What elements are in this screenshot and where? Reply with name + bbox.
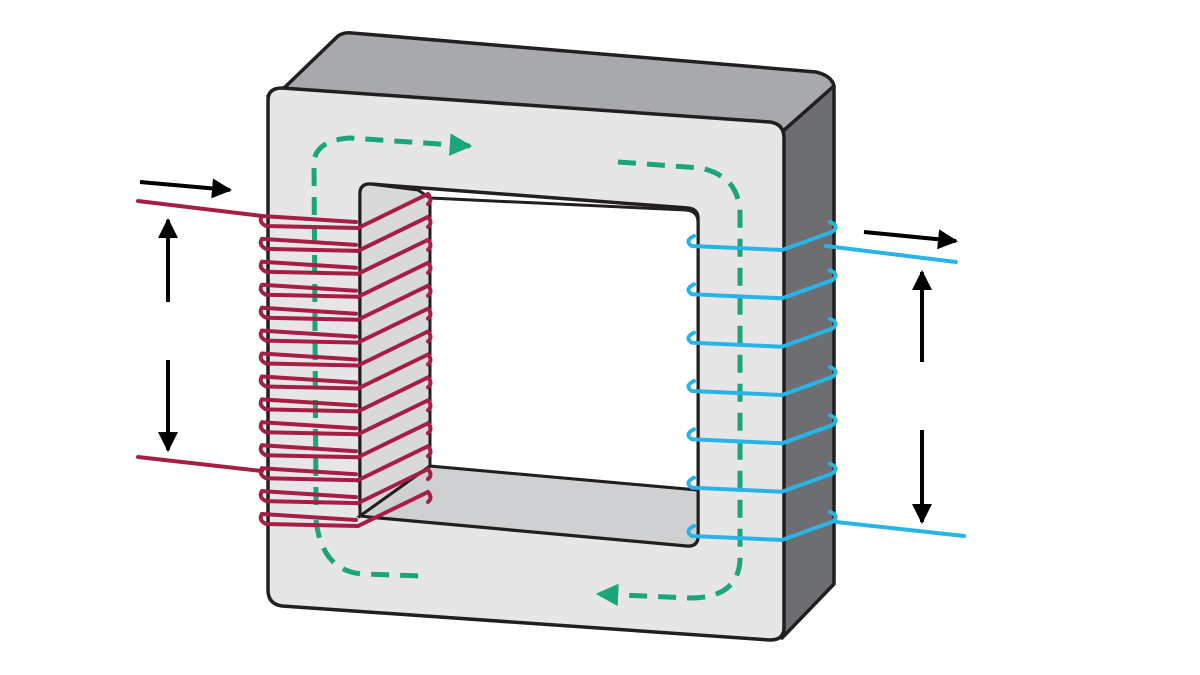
- primary-turn-top: [260, 236, 358, 247]
- secondary-turn: [686, 220, 838, 253]
- core-side-face: [780, 84, 836, 640]
- primary-turn-top: [260, 443, 358, 454]
- primary-turn-back: [356, 489, 433, 528]
- primary-turn-top: [260, 489, 358, 500]
- current-and-voltage-arrows: [139, 178, 958, 524]
- primary-turn-top: [260, 214, 358, 224]
- transformer-core: [266, 31, 836, 642]
- primary-turn-back: [356, 374, 433, 414]
- primary-turn-back: [356, 420, 433, 460]
- primary-turn-top: [260, 374, 358, 385]
- flux-path-right: [595, 159, 743, 607]
- secondary-coil: [686, 220, 966, 543]
- primary-turn-back: [356, 352, 433, 391]
- primary-turn-back: [356, 214, 433, 253]
- primary-turns: [258, 191, 433, 528]
- primary-turn-top: [260, 351, 358, 362]
- primary-turn-top: [260, 282, 358, 293]
- secondary-turn: [686, 510, 838, 543]
- secondary-lead-in: [824, 244, 958, 264]
- primary-turn-top: [260, 420, 358, 431]
- primary-turn-back: [356, 329, 433, 368]
- primary-turn-back: [356, 397, 433, 437]
- primary-turn-back: [356, 443, 433, 483]
- magnetic-flux-loop: [311, 133, 743, 607]
- primary-turn-top: [260, 328, 358, 339]
- primary-lead-in: [136, 199, 264, 218]
- primary-turn-top: [260, 512, 358, 522]
- primary-turn-top: [260, 397, 358, 408]
- primary-lead-out: [136, 455, 264, 473]
- primary-turn-top: [260, 466, 358, 477]
- output-current-arrow: [863, 229, 958, 250]
- primary-turn-top: [260, 305, 358, 316]
- primary-turn-back: [356, 191, 433, 230]
- primary-turn-back: [356, 466, 433, 506]
- primary-coil: [136, 191, 433, 528]
- primary-turn-back: [356, 306, 433, 345]
- flux-path-left: [311, 133, 473, 506]
- primary-turn-top: [260, 259, 358, 270]
- core-window-opening: [428, 196, 700, 492]
- primary-turn-back: [356, 237, 433, 276]
- primary-turn-back: [356, 260, 433, 299]
- secondary-turn: [686, 268, 838, 301]
- secondary-turn: [686, 461, 838, 494]
- secondary-turn: [686, 413, 838, 446]
- secondary-lead-out: [834, 520, 966, 538]
- secondary-turn: [686, 365, 838, 398]
- secondary-turn: [686, 316, 838, 349]
- primary-turn-back: [356, 283, 433, 322]
- input-current-arrow: [139, 178, 232, 199]
- flux-path-bottom-left: [313, 519, 423, 579]
- secondary-turns: [686, 220, 838, 543]
